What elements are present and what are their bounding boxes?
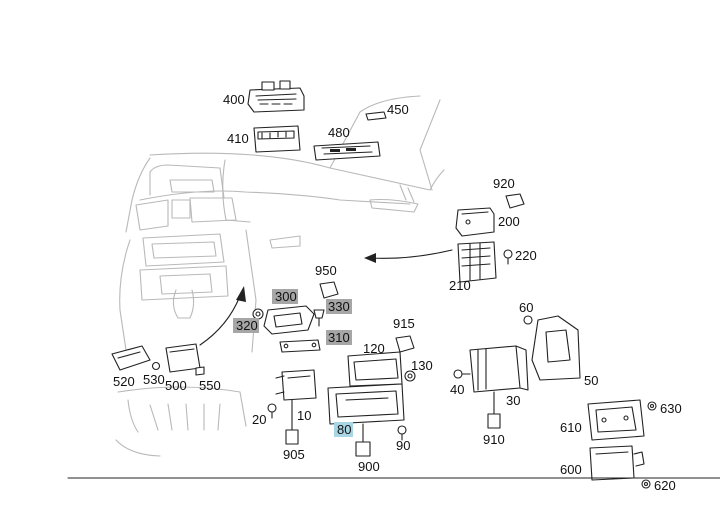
label-530: 530 — [143, 372, 165, 387]
label-620: 620 — [654, 478, 676, 493]
part-220-screw — [503, 249, 513, 265]
label-320: 320 — [236, 318, 258, 333]
label-330: 330 — [328, 299, 350, 314]
part-80-unit — [327, 383, 405, 425]
label-905: 905 — [283, 447, 305, 462]
label-40: 40 — [450, 382, 464, 397]
part-910-connector — [487, 391, 501, 429]
part-950-connector — [319, 281, 339, 299]
part-500-phone-holder — [165, 343, 201, 373]
part-915-connector — [395, 335, 415, 353]
part-520-module — [111, 345, 151, 371]
label-500: 500 — [165, 378, 187, 393]
part-600-module — [589, 445, 645, 481]
part-60-screw — [523, 315, 533, 325]
part-620-screw — [641, 479, 651, 489]
label-10: 10 — [297, 408, 311, 423]
label-220: 220 — [515, 248, 537, 263]
label-900: 900 — [358, 459, 380, 474]
part-610-bracket — [587, 399, 645, 441]
label-400: 400 — [223, 92, 245, 107]
part-number-labels: 400 410 450 480 920 200 220 210 950 300 … — [113, 92, 682, 493]
dashboard-outline — [115, 95, 445, 457]
highlight-310 — [326, 330, 352, 345]
part-330-screw — [313, 309, 325, 327]
label-520: 520 — [113, 374, 135, 389]
label-950: 950 — [315, 263, 337, 278]
part-50-bracket — [531, 315, 581, 381]
label-210: 210 — [449, 278, 471, 293]
part-120-bracket — [347, 351, 403, 387]
part-10-module — [275, 369, 317, 401]
label-80: 80 — [337, 422, 351, 437]
pointer-arrows — [199, 249, 453, 346]
part-905-connector — [285, 399, 299, 445]
part-200-module — [455, 207, 495, 237]
part-40-screw — [453, 369, 471, 379]
part-410-panel — [253, 125, 301, 153]
label-30: 30 — [506, 393, 520, 408]
part-530-screw — [151, 361, 161, 371]
label-480: 480 — [328, 125, 350, 140]
part-90-screw — [397, 425, 407, 441]
label-630: 630 — [660, 401, 682, 416]
label-90: 90 — [396, 438, 410, 453]
label-920: 920 — [493, 176, 515, 191]
part-30-amplifier — [469, 345, 529, 393]
part-400-climate-panel — [247, 80, 305, 113]
part-550-clip — [195, 366, 205, 376]
label-20: 20 — [252, 412, 266, 427]
label-550: 550 — [199, 378, 221, 393]
label-310: 310 — [328, 330, 350, 345]
label-910: 910 — [483, 432, 505, 447]
label-610: 610 — [560, 420, 582, 435]
part-900-connector — [355, 423, 371, 457]
highlight-80 — [334, 422, 353, 437]
part-300-bracket — [263, 305, 315, 335]
label-130: 130 — [411, 358, 433, 373]
label-450: 450 — [387, 102, 409, 117]
label-915: 915 — [393, 316, 415, 331]
label-50: 50 — [584, 373, 598, 388]
part-920-connector — [505, 193, 525, 209]
label-60: 60 — [519, 300, 533, 315]
label-600: 600 — [560, 462, 582, 477]
label-410: 410 — [227, 131, 249, 146]
part-210-control-unit — [457, 241, 497, 283]
highlight-300 — [272, 289, 298, 304]
part-20-screw — [267, 403, 277, 419]
label-highlights — [233, 289, 353, 437]
highlight-320 — [233, 318, 259, 333]
highlight-330 — [326, 299, 352, 314]
label-120: 120 — [363, 341, 385, 356]
part-450-strip — [365, 111, 387, 121]
part-480-switch-panel — [313, 141, 381, 161]
label-300: 300 — [275, 289, 297, 304]
label-200: 200 — [498, 214, 520, 229]
part-630-screw — [647, 401, 657, 411]
part-130-nut — [404, 370, 416, 382]
part-310-plate — [279, 339, 321, 353]
